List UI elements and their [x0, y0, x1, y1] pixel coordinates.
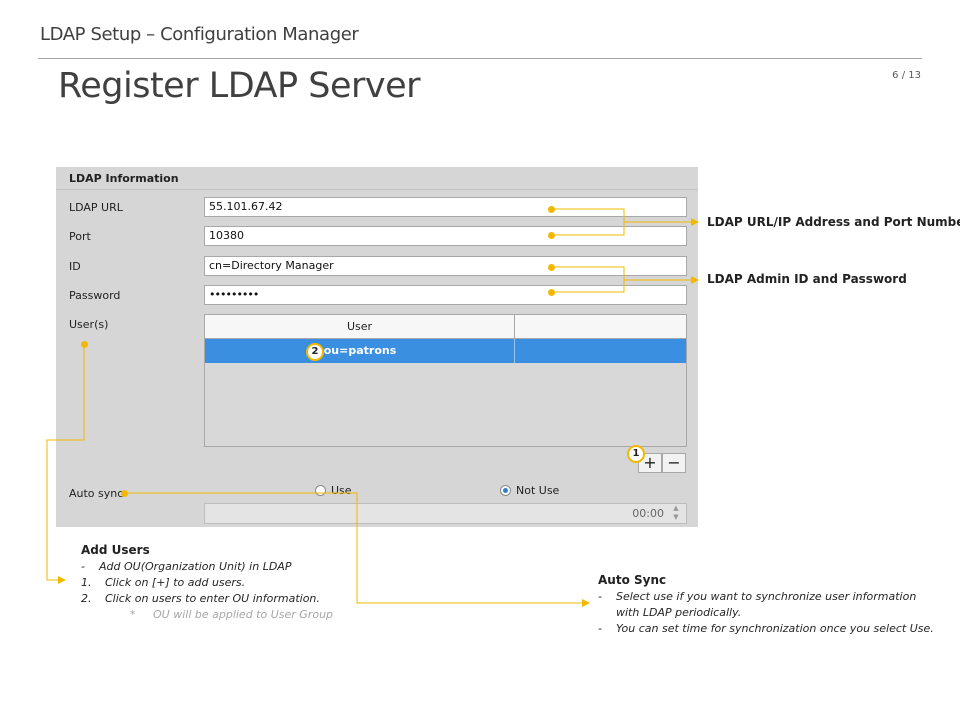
use-radio-label[interactable]: Use [331, 484, 352, 497]
auto-sync-marker: - [598, 590, 602, 603]
auto-sync-line: Select use if you want to synchronize us… [616, 590, 917, 603]
not-use-radio-label[interactable]: Not Use [516, 484, 560, 497]
auto-sync-line: You can set time for synchronization onc… [616, 622, 934, 635]
auto-sync-title: Auto Sync [598, 573, 667, 587]
panel-header [56, 167, 698, 190]
add-users-marker: - [81, 560, 85, 573]
password-input[interactable]: ••••••••• [204, 285, 687, 305]
users-dot-icon [81, 341, 88, 348]
add-users-marker: 2. [81, 592, 92, 605]
empty-column-header[interactable] [515, 315, 686, 339]
add-users-line: Add OU(Organization Unit) in LDAP [99, 560, 292, 573]
url-dot-icon [548, 206, 555, 213]
step-1-badge: 1 [627, 445, 645, 463]
sync-time-field[interactable] [204, 503, 687, 524]
auto-sync-dot-icon [121, 490, 128, 497]
document-title: LDAP Setup – Configuration Manager [40, 24, 359, 45]
page-number: 6 / 13 [892, 70, 921, 81]
not-use-radio[interactable] [500, 485, 511, 496]
admin-annotation: LDAP Admin ID and Password [707, 272, 907, 286]
ldap-url-label: LDAP URL [69, 201, 123, 214]
spin-up-icon[interactable]: ▲ [673, 504, 679, 512]
users-label: User(s) [69, 318, 109, 331]
sync-time-value: 00:00 [632, 507, 664, 520]
port-dot-icon [548, 232, 555, 239]
time-spinner[interactable]: ▲ ▼ [666, 504, 686, 523]
ldap-url-input[interactable]: 55.101.67.42 [204, 197, 687, 217]
panel-title: LDAP Information [69, 172, 179, 185]
add-users-line: Click on [+] to add users. [105, 576, 246, 589]
add-users-marker: 1. [81, 576, 92, 589]
id-input[interactable]: cn=Directory Manager [204, 256, 687, 276]
port-input[interactable]: 10380 [204, 226, 687, 246]
auto-sync-line: with LDAP periodically. [616, 606, 742, 619]
page-title: Register LDAP Server [58, 66, 421, 106]
auto-sync-label: Auto sync [69, 487, 124, 500]
row-cell-divider [514, 339, 515, 363]
table-row[interactable] [205, 339, 686, 363]
step-2-badge: 2 [306, 343, 324, 361]
password-dot-icon [548, 289, 555, 296]
add-users-footnote: OU will be applied to User Group [153, 608, 334, 621]
use-radio[interactable] [315, 485, 326, 496]
auto-sync-marker: - [598, 622, 602, 635]
user-column-header[interactable]: User [205, 315, 515, 339]
add-users-title: Add Users [81, 543, 150, 557]
id-dot-icon [548, 264, 555, 271]
table-cell-user[interactable]: ou=patrons [323, 344, 397, 357]
auto-sync-arrowhead [582, 599, 590, 607]
remove-user-button[interactable]: − [662, 453, 686, 473]
id-label: ID [69, 260, 81, 273]
add-users-line: Click on users to enter OU information. [105, 592, 320, 605]
header-divider [38, 58, 922, 59]
url-port-annotation: LDAP URL/IP Address and Port Number [707, 215, 960, 229]
add-users-marker: * [130, 608, 136, 621]
users-arrowhead [58, 576, 66, 584]
password-label: Password [69, 289, 121, 302]
port-label: Port [69, 230, 91, 243]
spin-down-icon[interactable]: ▼ [673, 513, 679, 521]
